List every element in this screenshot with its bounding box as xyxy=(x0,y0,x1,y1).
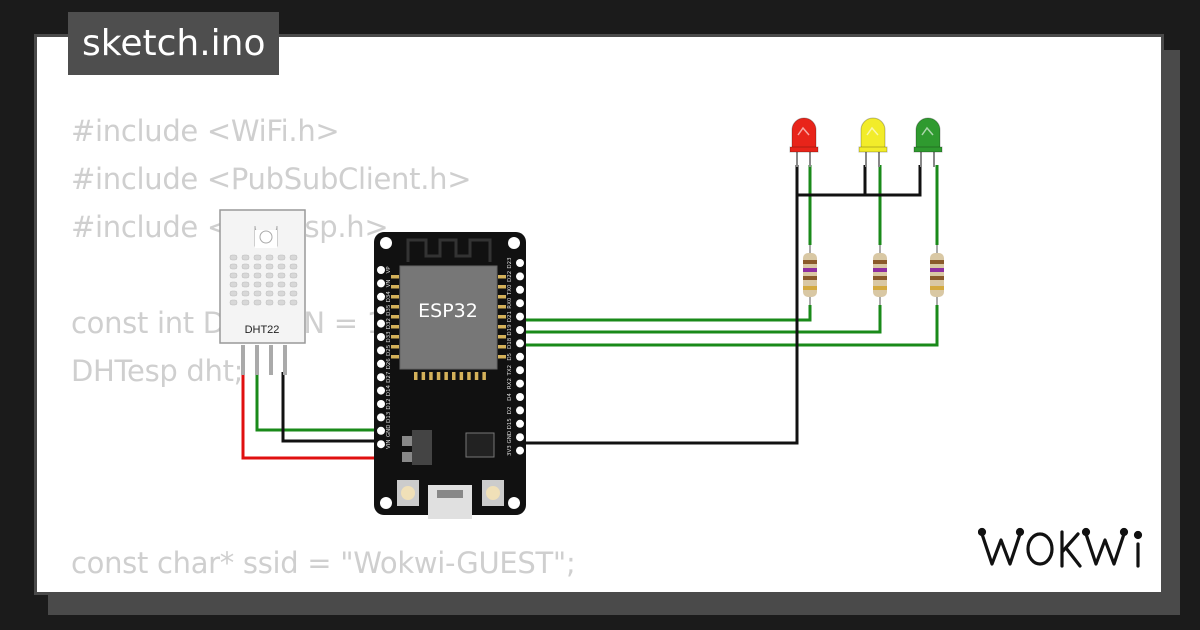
header-pin[interactable] xyxy=(377,413,385,422)
pin-label: D12 xyxy=(386,398,392,409)
dht22-vent-grid xyxy=(229,254,298,306)
wires xyxy=(241,165,939,460)
esp32-module-pins xyxy=(391,275,506,380)
header-pin[interactable] xyxy=(516,259,524,267)
pin-label: D14 xyxy=(386,384,392,396)
header-pin[interactable] xyxy=(516,312,524,321)
header-pin[interactable] xyxy=(516,419,524,428)
header-pin[interactable] xyxy=(377,279,385,288)
en-button[interactable] xyxy=(482,480,504,506)
header-pin[interactable] xyxy=(377,359,385,368)
dht22-sensor[interactable]: DHT22 xyxy=(219,209,306,375)
esp32-board[interactable]: ESP32 VP VN D34D35D32D33D25D26D27D14D12D13… xyxy=(374,232,526,519)
header-pin[interactable] xyxy=(377,386,385,395)
pin-label: D25 xyxy=(386,344,392,356)
pin-label: D5 xyxy=(507,352,513,360)
header-pin[interactable] xyxy=(516,393,524,401)
pin-label: D23 xyxy=(507,257,513,269)
esp32-pin-labels: VPVND34D35D32D33D25D26D27D14D12D13GNDVIN… xyxy=(386,257,513,456)
pin-label: 3V3 xyxy=(507,445,513,456)
pin-label: D34 xyxy=(386,291,392,303)
resistor-red[interactable] xyxy=(803,245,817,305)
wire-yellow-led xyxy=(520,305,882,334)
header-pin[interactable] xyxy=(516,285,524,294)
pin-label: D15 xyxy=(507,418,513,430)
leds xyxy=(789,117,943,167)
code-line: #include <WiFi.h> xyxy=(71,114,340,148)
code-line: #include <PubSubClient.h> xyxy=(71,162,472,196)
pin-label: D22 xyxy=(507,271,513,282)
header-pin[interactable] xyxy=(516,446,524,455)
header-pin[interactable] xyxy=(377,426,385,435)
boot-button[interactable] xyxy=(397,480,419,506)
header-pin[interactable] xyxy=(377,346,385,355)
wokwi-logo-mark xyxy=(977,527,1143,568)
usb-port xyxy=(428,485,472,519)
resistors xyxy=(803,245,944,305)
header-pin[interactable] xyxy=(516,299,524,308)
pin-label: GND xyxy=(386,424,392,437)
header-pin[interactable] xyxy=(377,266,385,274)
pin-label: D26 xyxy=(386,358,392,370)
pin-label: D35 xyxy=(386,304,392,316)
header-pin[interactable] xyxy=(516,339,524,348)
pin-label: D32 xyxy=(386,318,392,329)
header-pin[interactable] xyxy=(516,272,524,281)
header-pin[interactable] xyxy=(377,333,385,341)
pin-label: D33 xyxy=(386,331,392,343)
pin-label: TX2 xyxy=(507,365,513,377)
header-pin[interactable] xyxy=(516,366,524,375)
esp32-header-pins xyxy=(377,259,524,455)
led-green[interactable] xyxy=(913,117,943,167)
pin-label: RX0 xyxy=(507,297,513,309)
pin-label: D2 xyxy=(507,407,513,415)
dht22-label: DHT22 xyxy=(245,324,280,336)
pin-label: D4 xyxy=(507,393,513,401)
header-pin[interactable] xyxy=(377,400,385,408)
wire-gnd-common xyxy=(520,165,922,445)
header-pin[interactable] xyxy=(377,373,385,382)
pin-label: VIN xyxy=(386,439,392,449)
file-tab[interactable]: sketch.ino xyxy=(68,12,280,75)
wire-green-led xyxy=(520,305,939,347)
header-pin[interactable] xyxy=(377,306,385,315)
pin-label: D13 xyxy=(386,411,392,423)
header-pin[interactable] xyxy=(516,352,524,361)
pin-label: VP xyxy=(386,266,392,274)
pin-label: TX0 xyxy=(507,284,513,296)
pin-label: D27 xyxy=(386,371,392,383)
led-red[interactable] xyxy=(789,117,819,167)
resistor-green[interactable] xyxy=(930,245,944,305)
header-pin[interactable] xyxy=(516,326,524,334)
header-pin[interactable] xyxy=(377,440,385,449)
esp32-label: ESP32 xyxy=(418,300,478,322)
header-pin[interactable] xyxy=(377,319,385,328)
pin-label: D19 xyxy=(507,324,513,336)
resistor-yellow[interactable] xyxy=(873,245,887,305)
header-pin[interactable] xyxy=(377,292,385,301)
code-line: const char* ssid = "Wokwi-GUEST"; xyxy=(71,546,576,580)
header-pin[interactable] xyxy=(516,433,524,442)
pin-label: VN xyxy=(386,279,392,287)
wokwi-logo xyxy=(977,524,1148,577)
pin-label: RX2 xyxy=(507,378,513,389)
header-pin[interactable] xyxy=(516,406,524,415)
pin-label: GND xyxy=(507,431,513,444)
wire-red-led xyxy=(520,305,812,322)
pin-label: D18 xyxy=(507,337,513,349)
header-pin[interactable] xyxy=(516,379,524,388)
led-yellow[interactable] xyxy=(858,117,888,167)
code-line: DHTesp dht; xyxy=(71,354,244,388)
pin-label: D21 xyxy=(507,311,513,322)
